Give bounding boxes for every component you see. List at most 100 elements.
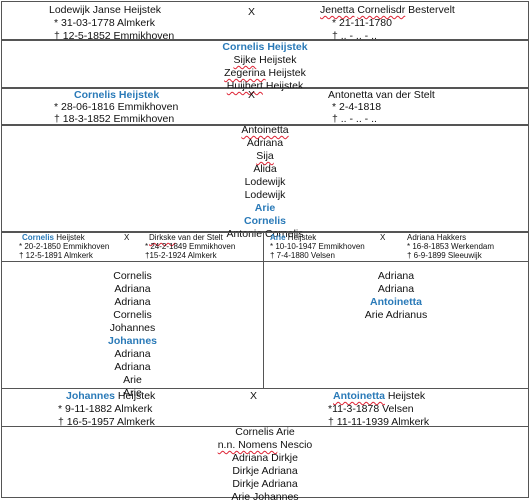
children1-item-1-first: Sijke	[233, 54, 257, 66]
gen3-left-child-4: Johannes	[109, 322, 156, 334]
gen1-right-name-a: Jenetta	[320, 4, 355, 16]
gen3-right-name: Arie Heijstek	[270, 233, 316, 243]
gen3-right-spouse: Adriana Hakkers	[407, 233, 467, 242]
gen3-right-child-0: Adriana	[377, 270, 415, 282]
children4-item-2: Adriana Dirkje	[232, 452, 298, 464]
gen4-x: X	[250, 390, 258, 402]
gen2-right-name: Antonetta van der Stelt	[328, 89, 435, 101]
children1-item-3: Huijbert Heijstek	[226, 80, 304, 92]
gen4-box: Johannes Heijstek * 9-11-1882 Almkerk † …	[1, 388, 529, 428]
gen3-right-birth-r: * 16-8-1853 Werkendam	[407, 242, 495, 251]
gen3-right-x: X	[380, 233, 386, 242]
gen3-left-child-6: Adriana	[114, 348, 151, 360]
children2-list: Antoinetta Adriana Sija Alida Lodewijk L…	[2, 124, 528, 241]
children1-box: Cornelis Heijstek Sijke Heijstek Zegerin…	[1, 40, 529, 92]
children4-box: Cornelis Arie n.n. Nomens Nescio Adriana…	[1, 426, 529, 503]
gen4-left-name: Johannes Heijstek	[66, 390, 155, 403]
children1-item-2: Zegerina Heijstek	[224, 67, 306, 79]
children4-item-1: n.n. Nomens Nescio	[217, 439, 313, 451]
gen4-left-name-blue: Johannes	[66, 390, 116, 402]
children2-item-8: Antonie Cornelis	[226, 228, 304, 240]
gen1-right-death: † .. - .. - ..	[332, 30, 377, 42]
children1-item-2-first: Zegerina	[224, 67, 266, 79]
children2-box: Antoinetta Adriana Sija Alida Lodewijk L…	[1, 124, 529, 240]
gen1-right-birth: * 21-11-1780	[332, 17, 392, 29]
gen3-right-child-2: Antoinetta	[370, 296, 422, 308]
gen2-box: Cornelis Heijstek * 28-06-1816 Emmikhove…	[1, 88, 529, 125]
children1-list: Cornelis Heijstek Sijke Heijstek Zegerin…	[2, 41, 528, 93]
gen3-left-child-3: Cornelis	[113, 309, 152, 321]
gen3-left-child-0: Cornelis	[113, 270, 152, 282]
gen3-right-child-1: Adriana	[377, 283, 415, 295]
gen4-right-name-rest: Heijstek	[384, 390, 426, 402]
gen3-left-death-r: †15-2-1924 Almkerk	[145, 251, 217, 260]
gen3-left-child-7: Adriana	[114, 361, 151, 373]
gen3-left-spouse: Dirkske van der Stelt	[149, 233, 223, 243]
gen3-right-header: Arie Heijstek X Adriana Hakkers * 10-10-…	[263, 232, 529, 262]
gen3-left-child-9: Arie	[123, 387, 142, 399]
gen2-x: X	[248, 89, 256, 101]
gen3-left-children: Cornelis Adriana Adriana Cornelis Johann…	[2, 270, 263, 400]
gen3-left-child-8: Arie	[123, 374, 142, 386]
gen3-right-children: Adriana Adriana Antoinetta Arie Adrianus	[264, 270, 528, 322]
children4-item-4: Dirkje Adriana	[232, 478, 298, 490]
children4-item-1-first: n.n. Nomens	[217, 439, 278, 451]
gen3-left-child-1: Adriana	[114, 283, 151, 295]
gen4-right-name: Antoinetta Heijstek	[333, 390, 425, 403]
children2-item-3: Alida	[253, 163, 277, 175]
children1-item-0: Cornelis Heijstek	[222, 41, 308, 53]
gen3-left-birth-l: * 20-2-1850 Emmikhoven	[19, 242, 110, 251]
children4-list: Cornelis Arie n.n. Nomens Nescio Adriana…	[2, 426, 528, 504]
children2-item-6: Arie	[254, 202, 276, 214]
gen1-right-name-b: Cornelisdr	[357, 4, 406, 16]
gen3-left-spouse-a: Dirkske	[149, 233, 176, 242]
gen2-left-death: † 18-3-1852 Emmikhoven	[54, 113, 175, 125]
gen3-left-name: Cornelis Heijstek	[22, 233, 85, 243]
children2-item-2-text: Sija	[256, 150, 274, 162]
gen3-left-header: Cornelis Heijstek X Dirkske van der Stel…	[1, 232, 264, 262]
gen3-left-name-blue: Cornelis	[22, 233, 55, 242]
gen3-right-name-rest: Heijstek	[285, 233, 317, 242]
gen3-right-name-blue: Arie	[270, 233, 286, 242]
gen1-right-name: Jenetta Cornelisdr Bestervelt	[320, 4, 455, 17]
children4-item-3: Dirkje Adriana	[232, 465, 298, 477]
gen1-right-name-c: Bestervelt	[408, 4, 455, 16]
children2-item-0-text: Antoinetta	[241, 124, 289, 136]
gen4-left-birth: * 9-11-1882 Almkerk	[58, 403, 153, 415]
gen4-right-birth: *11-3-1878 Velsen	[328, 403, 414, 415]
gen3-left-x: X	[124, 233, 130, 242]
gen3-left-name-rest: Heijstek	[54, 233, 85, 242]
children2-item-4: Lodewijk	[244, 176, 286, 188]
gen2-left-birth: * 28-06-1816 Emmikhoven	[54, 101, 179, 113]
gen1-x: X	[248, 6, 256, 18]
children1-item-3-first: Huijbert	[226, 80, 263, 92]
gen2-right-death: † .. - .. - ..	[332, 113, 377, 125]
gen3-right-death-r: † 6-9-1899 Sleeuwijk	[407, 251, 482, 260]
gen2-left-name: Cornelis Heijstek	[74, 89, 160, 101]
gen3-right-death-l: † 7-4-1880 Velsen	[270, 251, 335, 260]
children4-item-5: Arie Johannes	[231, 491, 299, 503]
gen4-right-death: † 11-11-1939 Almkerk	[328, 416, 430, 428]
gen1-left-birth: * 31-03-1778 Almkerk	[54, 17, 155, 29]
gen3-left-child-2: Adriana	[114, 296, 151, 308]
gen3-right-child-3: Arie Adrianus	[364, 309, 428, 321]
children2-item-7: Cornelis	[243, 215, 286, 227]
gen1-box: Lodewijk Janse Heijstek * 31-03-1778 Alm…	[1, 1, 529, 42]
gen3-right-children-box: Adriana Adriana Antoinetta Arie Adrianus	[263, 261, 529, 389]
gen3-left-birth-r: * 24-2-1849 Emmikhoven	[145, 242, 236, 251]
children2-item-1: Adriana	[246, 137, 284, 149]
gen3-left-death-l: † 12-5-1891 Almkerk	[19, 251, 93, 260]
gen3-right-birth-l: * 10-10-1947 Emmikhoven	[270, 242, 365, 251]
gen1-left-death: † 12-5-1852 Emmikhoven	[54, 30, 175, 42]
children2-item-2: Sija	[2, 150, 528, 163]
children2-item-5: Lodewijk	[244, 189, 286, 201]
gen4-left-name-rest: Heijstek	[115, 390, 156, 402]
gen3-left-child-5: Johannes	[107, 335, 157, 347]
children4-item-0: Cornelis Arie	[235, 426, 295, 438]
gen4-right-name-blue: Antoinetta	[333, 390, 385, 402]
gen3-left-spouse-b: van der Stelt	[175, 233, 223, 242]
gen1-left-name: Lodewijk Janse Heijstek	[49, 4, 162, 16]
gen3-left-children-box: Cornelis Adriana Adriana Cornelis Johann…	[1, 261, 264, 399]
gen4-left-death: † 16-5-1957 Almkerk	[58, 416, 155, 428]
gen2-right-birth: * 2-4-1818	[332, 101, 382, 113]
